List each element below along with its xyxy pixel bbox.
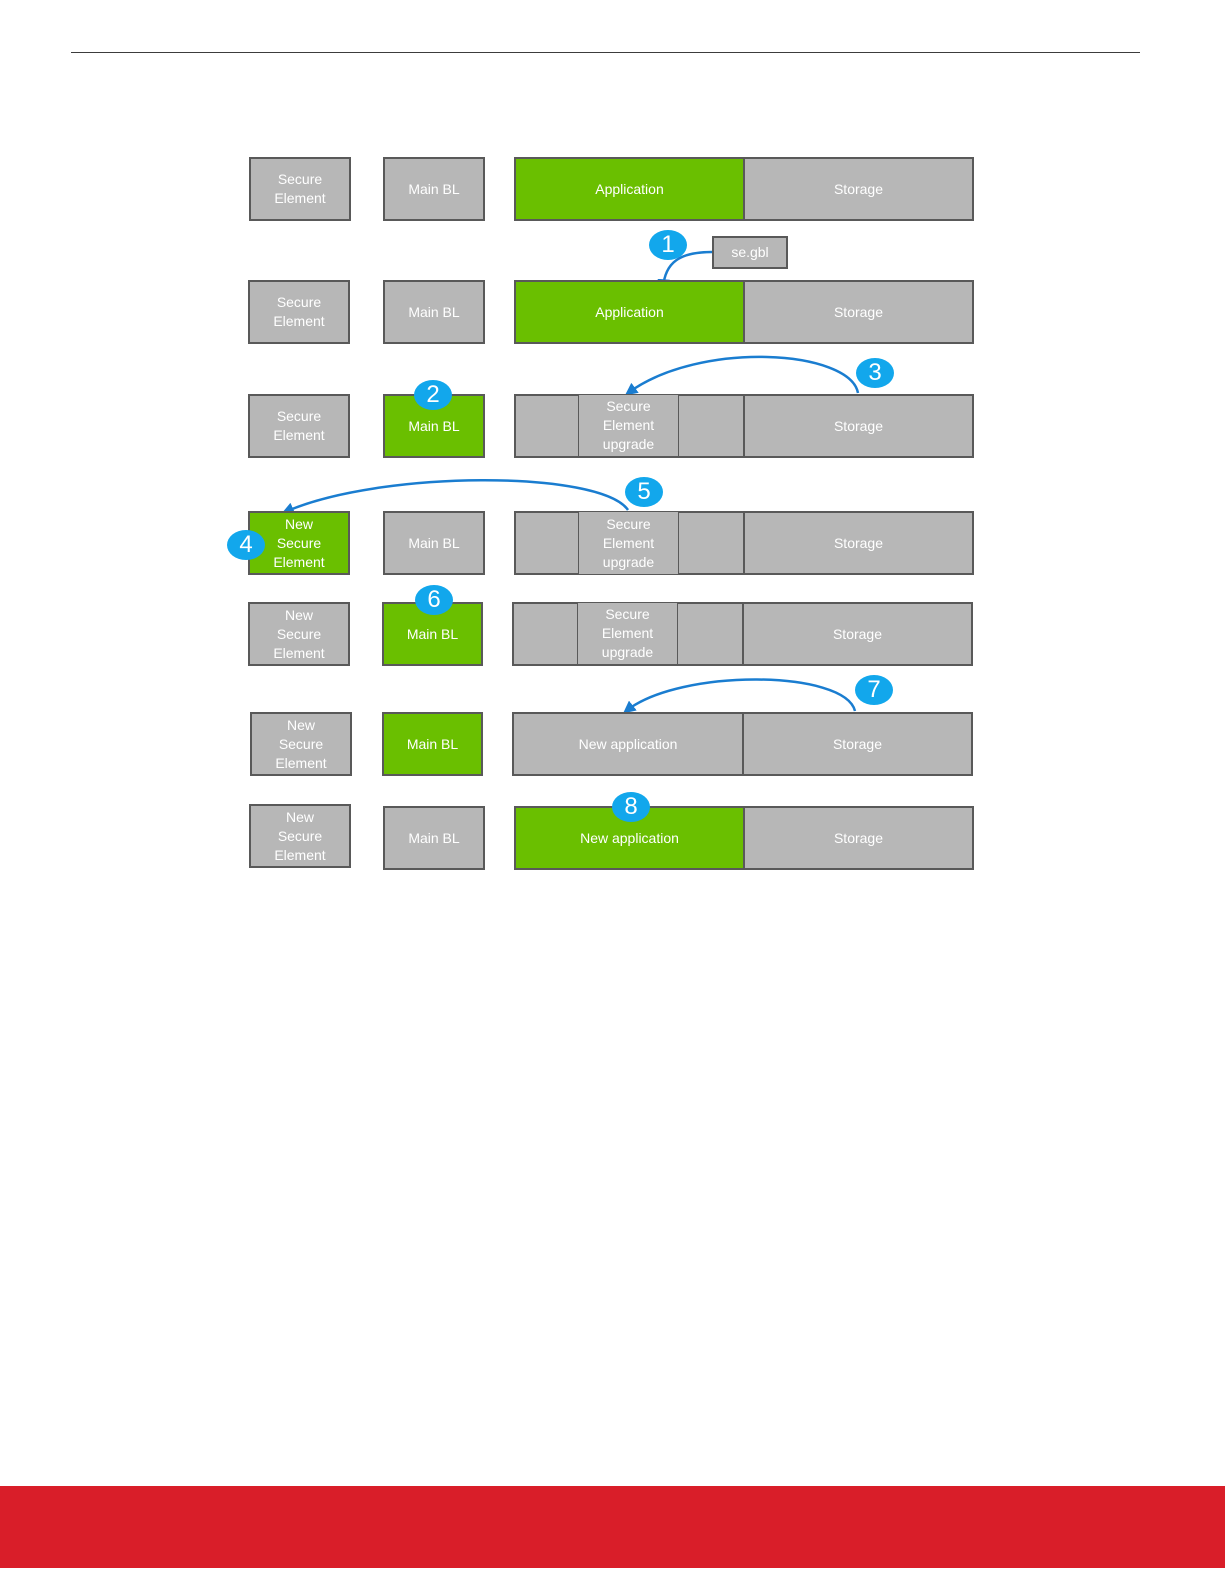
new-secure-element-block: New Secure Element [248,511,350,575]
se-upgrade-block: Secure Element upgrade [577,602,678,665]
gbl-file-block: se.gbl [712,236,788,269]
step-badge-1: 1 [649,230,687,260]
bottom-strip [0,1568,1225,1585]
main-bl-block: Main BL [383,157,485,221]
secure-element-block: Secure Element [249,157,351,221]
se-upgrade-block: Secure Element upgrade [578,511,679,575]
step-badge-3: 3 [856,358,894,388]
main-bl-block: Main BL [383,511,485,575]
step-badge-4: 4 [227,530,265,560]
storage-block: Storage [742,602,973,666]
step-badge-2: 2 [414,380,452,410]
footer-band [0,1486,1225,1568]
new-secure-element-block: New Secure Element [248,602,350,666]
storage-block: Storage [743,394,974,458]
secure-element-block: Secure Element [248,394,350,458]
application-block: Application [514,157,745,221]
application-block: Application [514,280,745,344]
step-badge-5: 5 [625,477,663,507]
new-secure-element-block: New Secure Element [250,712,352,776]
storage-block: Storage [743,280,974,344]
storage-block: Storage [743,806,974,870]
step-badge-7: 7 [855,675,893,705]
storage-block: Storage [743,157,974,221]
header-rule [71,52,1140,53]
arrow-3 [624,355,860,396]
arrow-7 [623,678,857,714]
new-secure-element-block: New Secure Element [249,804,351,868]
se-upgrade-block: Secure Element upgrade [578,394,679,457]
storage-block: Storage [742,712,973,776]
main-bl-block: Main BL [382,712,483,776]
arrow-5 [281,479,630,515]
step-badge-6: 6 [415,585,453,615]
new-application-block: New application [512,712,744,776]
step-badge-8: 8 [612,792,650,822]
storage-block: Storage [743,511,974,575]
main-bl-block: Main BL [383,806,485,870]
secure-element-block: Secure Element [248,280,350,344]
main-bl-block: Main BL [383,280,485,344]
